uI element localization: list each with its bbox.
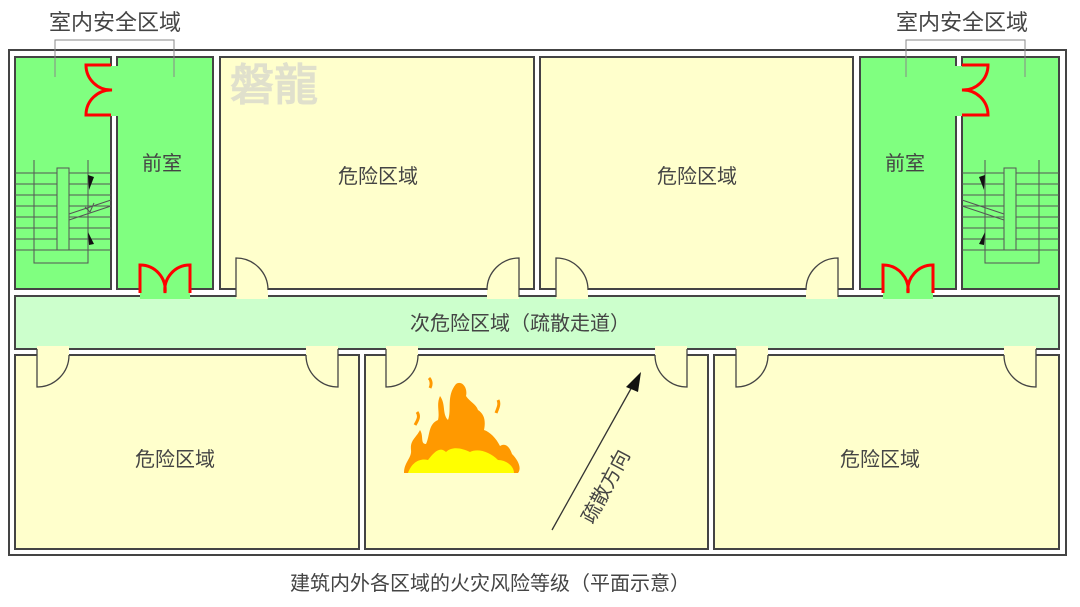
stair-arrow-icon [979,175,985,190]
evacuation-arrow [551,384,634,531]
swing-doors [36,257,1037,388]
fire-icon [404,376,520,473]
corridor-label: 次危险区域（疏散走道） [410,311,630,335]
room-bottom-right [713,354,1060,550]
room-top-right [539,56,854,290]
safe-zone-brackets [54,39,1026,77]
anteroom-right [859,56,957,290]
anteroom-label-right: 前室 [885,151,925,175]
stair-arrow-icon [88,232,94,245]
room-bottom-left [14,354,360,550]
stairs-left [15,160,112,264]
fire-doors [84,63,990,294]
danger-label-top-right: 危险区域 [657,164,737,188]
stair-arrow-icon [979,232,985,245]
safe-zone-label-right: 室内安全区域 [896,11,1028,36]
room-top-left [219,56,535,290]
caption: 建筑内外各区域的火灾风险等级（平面示意） [290,571,690,595]
arrow-head-icon [626,372,641,392]
watermark: 磐龍 [230,60,318,111]
safe-zone-label-left: 室内安全区域 [49,11,181,36]
corridor [14,295,1060,350]
stairs-right [961,160,1059,264]
danger-label-bottom-right: 危险区域 [840,447,920,471]
stair-arrow-icon [88,175,94,190]
danger-label-top-left: 危险区域 [338,164,418,188]
danger-label-bottom-left: 危险区域 [135,447,215,471]
anteroom-left [116,56,214,290]
anteroom-label-left: 前室 [142,151,182,175]
